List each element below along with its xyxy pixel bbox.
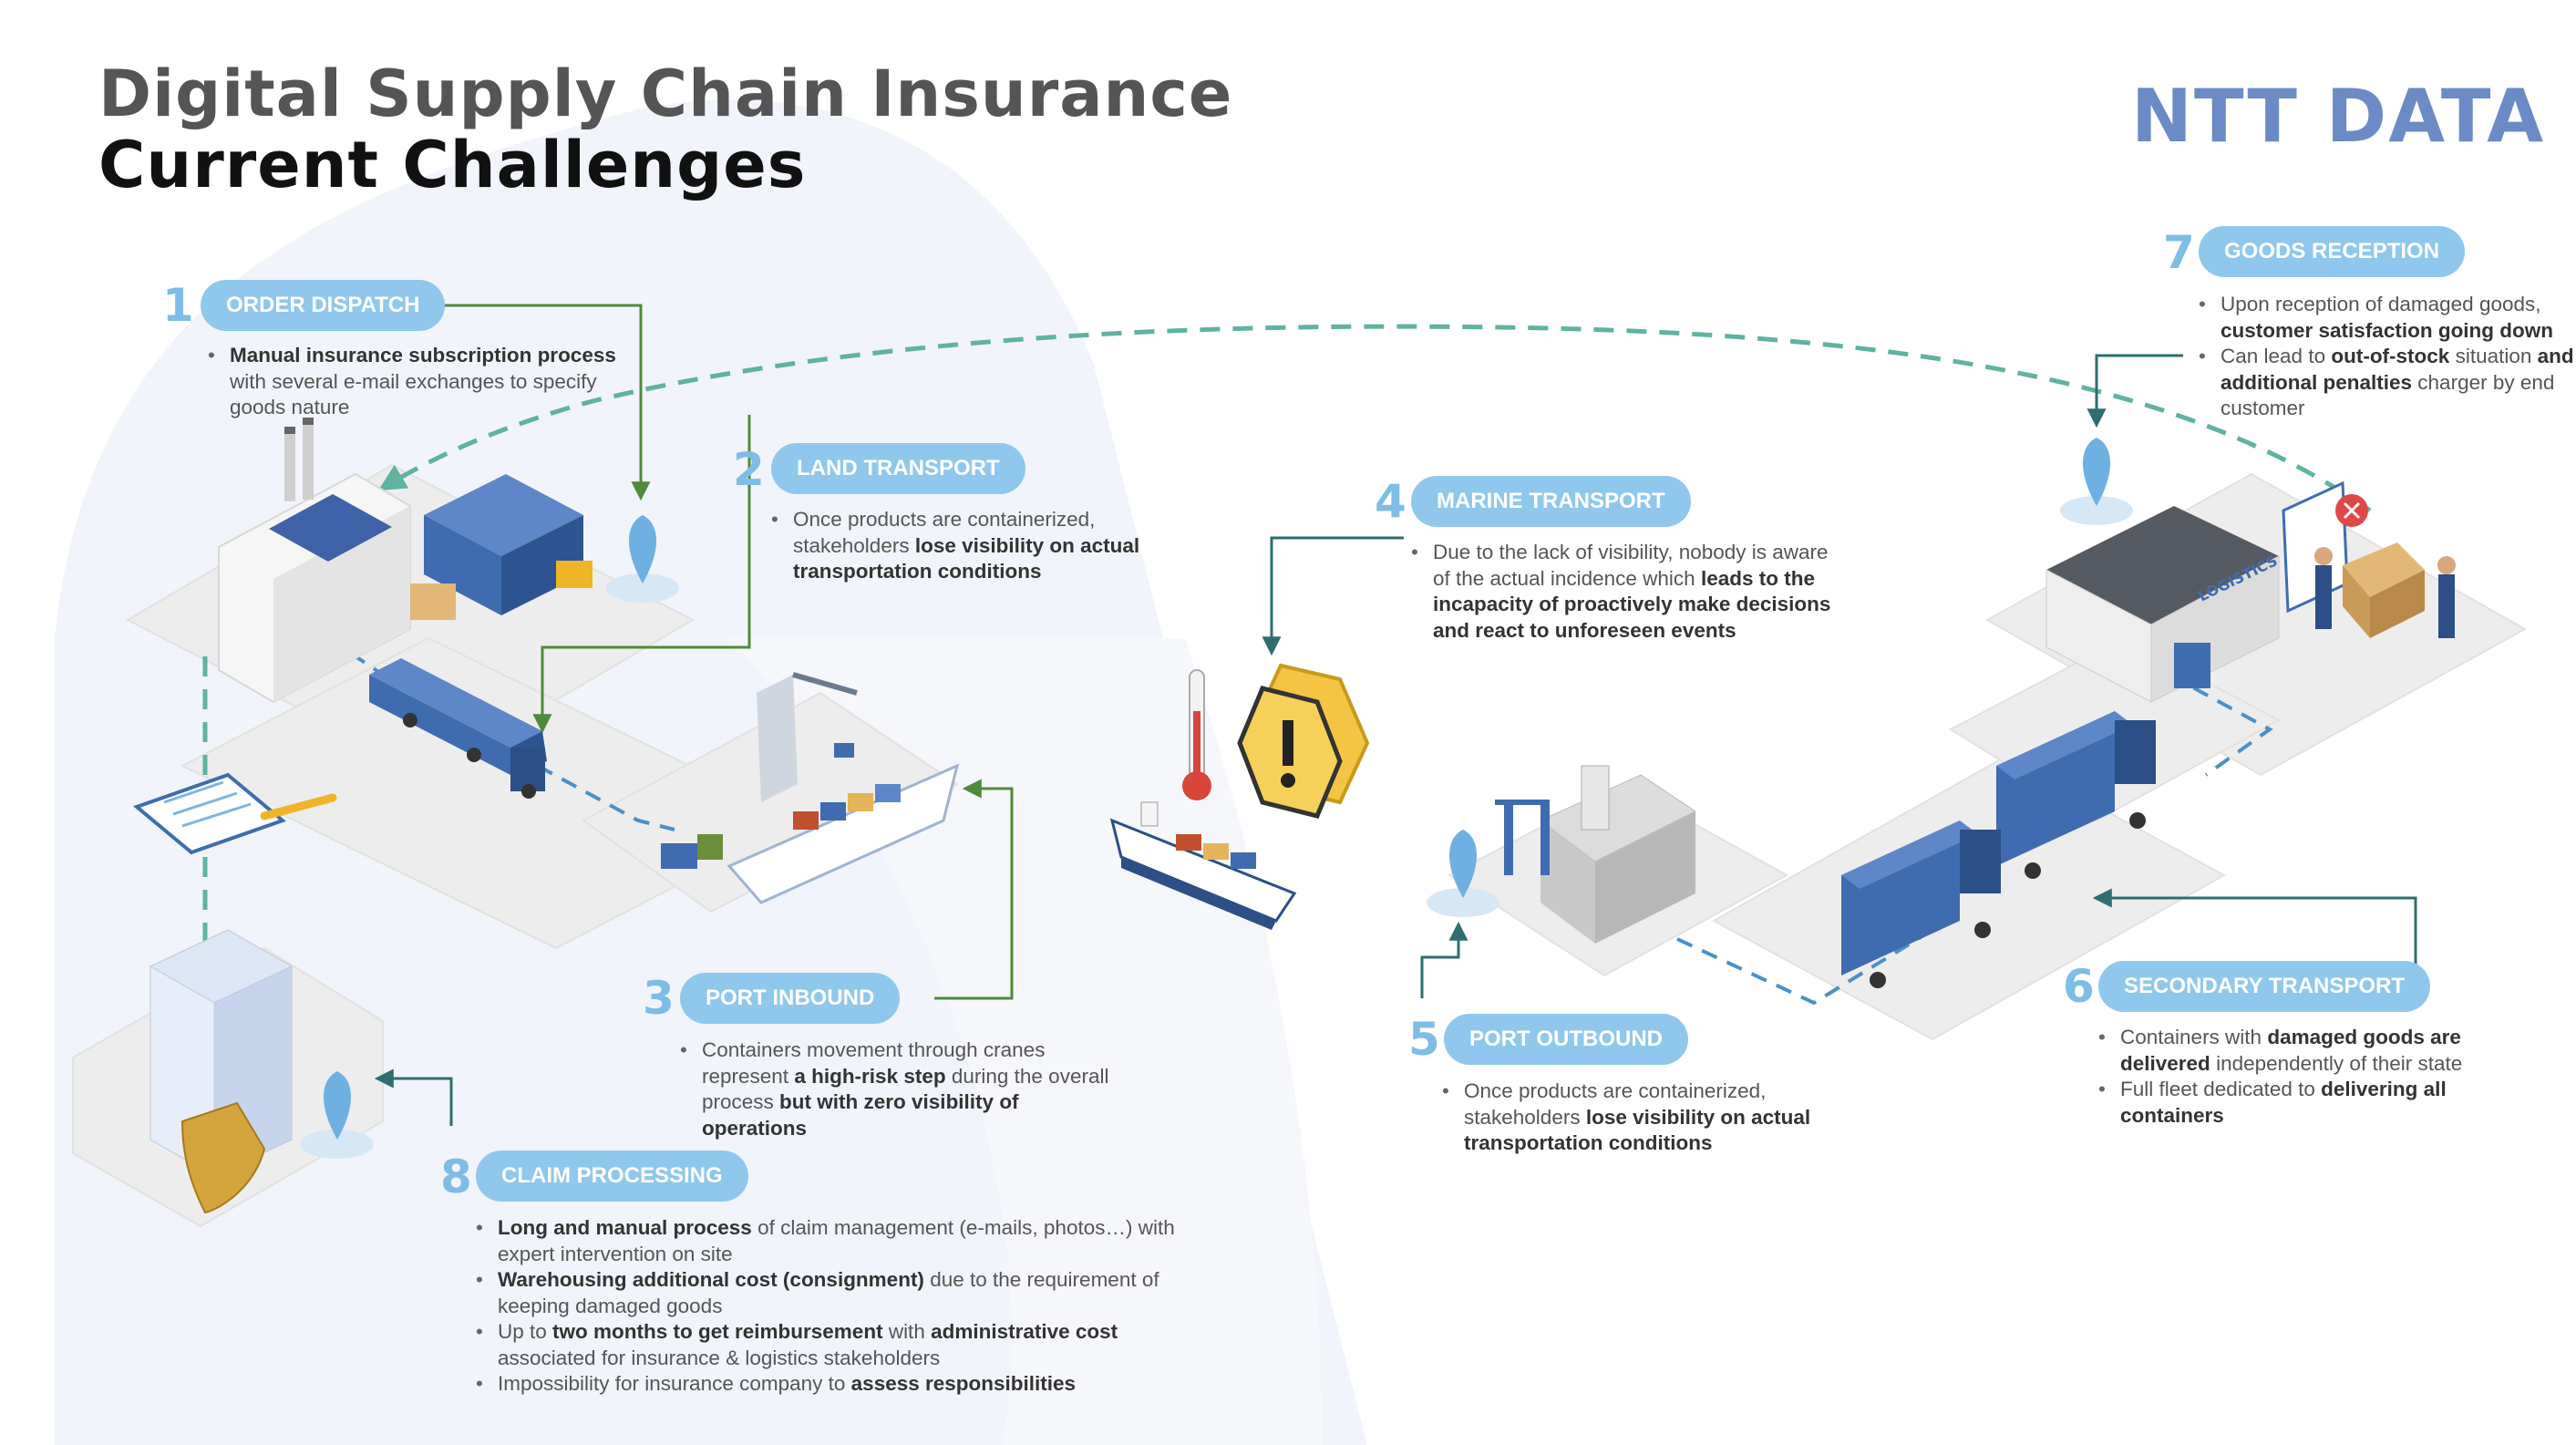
location-pin-icon	[301, 1071, 374, 1159]
insurance-building-illustration	[149, 929, 294, 1214]
bold-text: but with zero visibility of operations	[702, 1090, 1019, 1140]
warehouse-illustration	[410, 474, 592, 620]
crane-ship-illustration	[661, 672, 960, 904]
truck-illustration	[369, 658, 547, 799]
bold-text: and additional penalties	[2221, 345, 2574, 394]
bullet-item: Once products are containerized, stakeho…	[1442, 1079, 1874, 1157]
step-label-pill: SECONDARY TRANSPORT	[2098, 961, 2431, 1012]
factory-illustration	[218, 418, 411, 704]
bold-text: Long and manual process	[498, 1216, 752, 1239]
text: Upon reception of damaged goods,	[2221, 293, 2541, 315]
step-description: Upon reception of damaged goods, custome…	[2197, 292, 2576, 422]
location-pin-icon	[2060, 438, 2133, 525]
title-line-2: Current Challenges	[98, 128, 807, 202]
bold-text: leads to the incapacity of proactively m…	[1433, 566, 1831, 642]
text: situation	[2449, 345, 2538, 367]
text: Once products are containerized, stakeho…	[793, 508, 1096, 557]
step-number: 3	[643, 972, 675, 1025]
bullet-item: Upon reception of damaged goods, custome…	[2199, 292, 2576, 344]
step-description: Containers with damaged goods are delive…	[2097, 1025, 2503, 1129]
bold-text: administrative cost	[931, 1320, 1118, 1343]
port-terminal-illustration	[1495, 765, 1696, 944]
bullet-item: Manual insurance subscription process wi…	[208, 343, 622, 421]
text: during the overall process	[702, 1064, 1109, 1114]
step-number: 4	[1375, 475, 1406, 528]
bullet-item: Once products are containerized, stakeho…	[771, 507, 1203, 585]
step-label-pill: LAND TRANSPORT	[771, 443, 1025, 494]
text: Due to the lack of visibility, nobody is…	[1433, 541, 1829, 590]
step-label-pill: PORT OUTBOUND	[1444, 1014, 1688, 1065]
text: with several e-mail exchanges to specify…	[230, 369, 597, 419]
callout-arrows	[374, 304, 2417, 1126]
text: with	[882, 1320, 932, 1343]
step-label-pill: ORDER DISPATCH	[201, 280, 446, 331]
location-pin-icon	[1427, 830, 1499, 917]
text: due to the requirement of keeping damage…	[498, 1268, 1159, 1317]
bold-text: Manual insurance subscription process	[230, 344, 616, 366]
text: Once products are containerized, stakeho…	[1464, 1079, 1767, 1129]
location-pins	[301, 438, 2133, 1159]
text: Can lead to	[2221, 345, 2332, 367]
step-label-pill: MARINE TRANSPORT	[1411, 476, 1691, 527]
text: independently of their state	[2210, 1051, 2463, 1075]
location-pin-icon	[606, 515, 679, 603]
logistics-building-illustration: LOGISTICS	[2045, 480, 2456, 703]
bold-text: damaged goods are delivered	[2120, 1026, 2461, 1075]
text: Containers with	[2120, 1026, 2268, 1048]
step-number: 7	[2163, 226, 2195, 279]
bold-text: Warehousing additional cost (consignment…	[498, 1268, 924, 1291]
bold-text: a high-risk step	[794, 1064, 946, 1088]
step-number: 6	[2063, 960, 2095, 1013]
text: Up to	[498, 1320, 553, 1343]
title-line-1: Digital Supply Chain Insurance	[98, 57, 1233, 131]
bullet-item: Full fleet dedicated to delivering all c…	[2098, 1077, 2503, 1129]
bullet-item: Containers movement through cranes repre…	[680, 1037, 1112, 1141]
bullet-item: Long and manual process of claim managem…	[476, 1215, 1218, 1267]
bullet-item: Can lead to out-of-stock situation and a…	[2199, 344, 2576, 422]
step-description: Once products are containerized, stakeho…	[1440, 1079, 1874, 1157]
secondary-truck-illustration	[1841, 711, 2156, 988]
bullet-item: Containers with damaged goods are delive…	[2098, 1025, 2503, 1077]
bold-text: out-of-stock	[2331, 345, 2450, 367]
bullet-item: Up to two months to get reimbursement wi…	[476, 1319, 1218, 1371]
page-title: Digital Supply Chain Insurance Current C…	[98, 58, 1232, 201]
step-description: Manual insurance subscription process wi…	[206, 343, 622, 421]
step-number: 5	[1408, 1013, 1440, 1066]
step-label-pill: PORT INBOUND	[680, 973, 901, 1024]
bold-text: two months to get reimbursement	[552, 1320, 883, 1343]
bold-text: customer satisfaction going down	[2221, 318, 2554, 342]
bold-text: lose visibility on actual transportation…	[1464, 1105, 1811, 1155]
step-description: Once products are containerized, stakeho…	[769, 507, 1203, 585]
step-description: Long and manual process of claim managem…	[474, 1215, 1218, 1398]
bullet-item: Due to the lack of visibility, nobody is…	[1411, 540, 1843, 644]
text: associated for insurance & logistics sta…	[498, 1346, 941, 1369]
clipboard-icon	[133, 772, 337, 855]
bullet-item: Impossibility for insurance company to a…	[476, 1371, 1218, 1398]
text: charger by end customer	[2221, 370, 2555, 420]
text: of claim management (e-mails, photos…) w…	[498, 1216, 1175, 1265]
marine-transport-illustration	[1109, 663, 1370, 930]
text: Containers movement through cranes repre…	[702, 1038, 1046, 1088]
step-label-pill: CLAIM PROCESSING	[476, 1151, 748, 1202]
step-description: Containers movement through cranes repre…	[678, 1037, 1112, 1141]
step-number: 1	[162, 279, 194, 332]
text: Impossibility for insurance company to	[498, 1372, 851, 1395]
bold-text: assess responsibilities	[850, 1372, 1077, 1395]
bold-text: delivering all containers	[2120, 1078, 2447, 1127]
ntt-data-logo: NTT DATA	[2131, 74, 2546, 159]
step-description: Due to the lack of visibility, nobody is…	[1409, 540, 1843, 644]
step-label-pill: GOODS RECEPTION	[2199, 226, 2466, 277]
bold-text: lose visibility on actual transportation…	[793, 533, 1140, 583]
step-number: 8	[440, 1151, 472, 1203]
step-number: 2	[733, 443, 765, 496]
bullet-item: Warehousing additional cost (consignment…	[476, 1267, 1218, 1319]
text: Full fleet dedicated to	[2120, 1078, 2322, 1100]
